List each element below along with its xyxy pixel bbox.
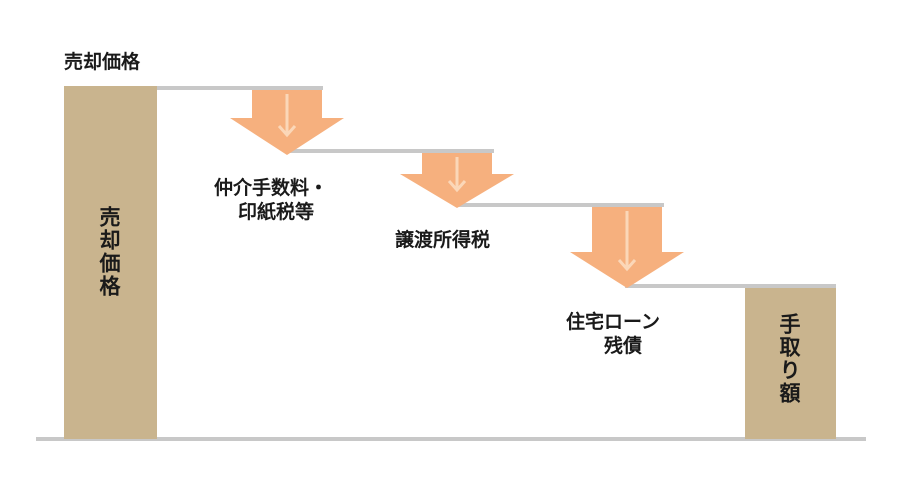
sale-price-title: 売却価格: [64, 51, 141, 73]
deduction-2-line1: 譲渡所得税: [395, 229, 491, 251]
baseline: [36, 437, 866, 441]
net-proceeds-bar-label: 手取り額: [775, 313, 805, 405]
step-line-3: [455, 203, 664, 207]
step-line-1: [157, 86, 323, 90]
down-arrow-icon: [570, 207, 684, 288]
step-line-4: [625, 284, 836, 288]
deduction-1-line1: 仲介手数料・: [214, 177, 329, 199]
deduction-label-2: 譲渡所得税: [395, 228, 490, 252]
step-line-2: [285, 149, 494, 153]
sale-price-bar: [64, 86, 157, 439]
deduction-1-line2: 印紙税等: [238, 201, 315, 223]
down-arrow-icon: [400, 153, 514, 208]
sale-price-bar-label: 売却価格: [95, 206, 125, 298]
sale-price-bar-text: 売却価格: [97, 206, 121, 298]
deduction-3-line1: 住宅ローン: [566, 311, 661, 333]
deduction-label-1: 仲介手数料・ 印紙税等: [196, 176, 376, 224]
deduction-label-3: 住宅ローン 残債: [566, 310, 706, 358]
net-proceeds-bar: [745, 287, 836, 439]
down-arrow-icon: [230, 90, 344, 155]
net-proceeds-bar-text: 手取り額: [777, 313, 801, 405]
deduction-3-line2: 残債: [604, 335, 643, 357]
